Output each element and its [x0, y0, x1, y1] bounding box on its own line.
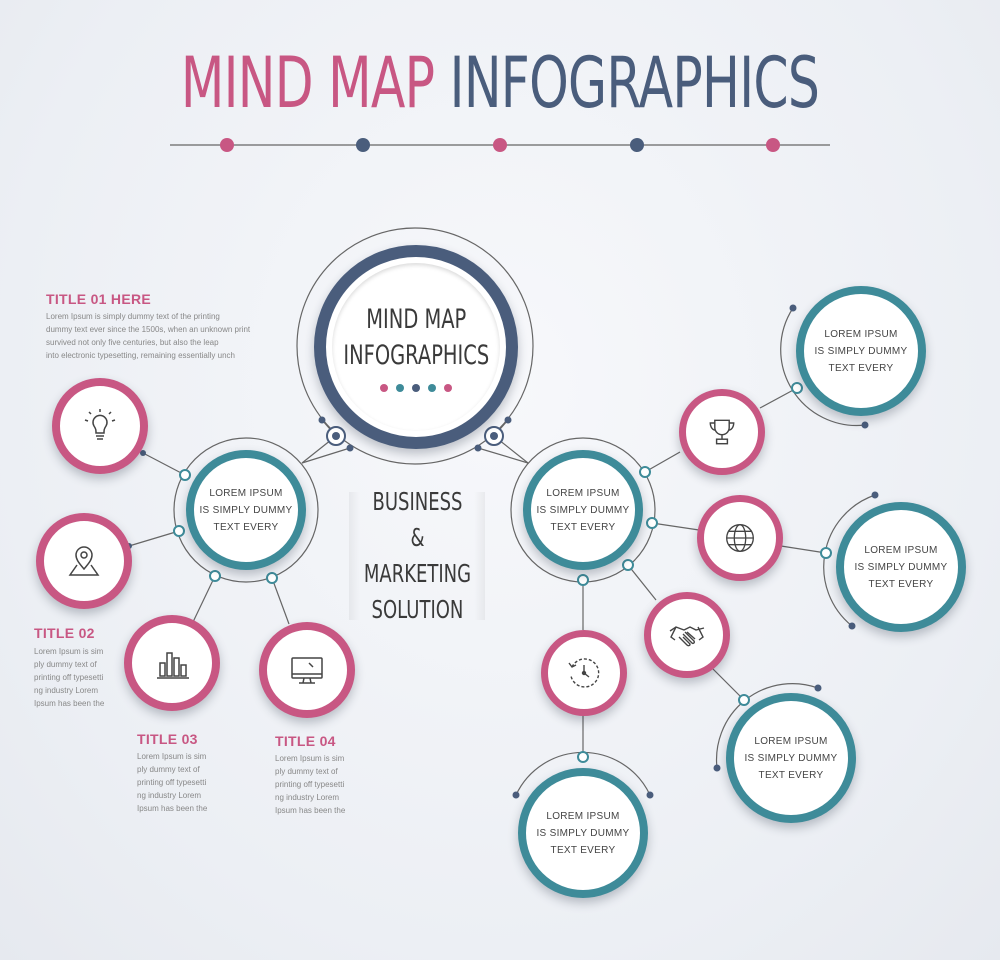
trophy-node — [679, 389, 765, 475]
hub-circle: MIND MAP INFOGRAPHICS — [314, 245, 518, 449]
right-lower-node: LOREM IPSUM IS SIMPLY DUMMY TEXT EVERY — [726, 693, 856, 823]
lightbulb-icon — [84, 409, 116, 440]
chart-node — [124, 615, 220, 711]
connector-monitor — [271, 577, 290, 625]
bar-chart-icon — [157, 652, 189, 679]
clock-node — [541, 630, 627, 716]
right-top-text: LOREM IPSUM IS SIMPLY DUMMY TEXT EVERY — [814, 328, 908, 374]
title-02: TITLE 02 — [34, 625, 95, 641]
monitor-node — [259, 622, 355, 718]
title-01-body: Lorem Ipsum is simply dummy text of the … — [46, 312, 251, 360]
left-center-node: LOREM IPSUM IS SIMPLY DUMMY TEXT EVERY — [186, 450, 306, 570]
right-center-text: LOREM IPSUM IS SIMPLY DUMMY TEXT EVERY — [536, 487, 630, 533]
location-node — [36, 513, 132, 609]
right-middle-node: LOREM IPSUM IS SIMPLY DUMMY TEXT EVERY — [836, 502, 966, 632]
left-center-ring — [173, 437, 319, 583]
handshake-node — [644, 592, 730, 678]
right-middle-text: LOREM IPSUM IS SIMPLY DUMMY TEXT EVERY — [854, 544, 948, 590]
lightbulb-node — [52, 378, 148, 474]
right-lower-text: LOREM IPSUM IS SIMPLY DUMMY TEXT EVERY — [744, 735, 838, 781]
title-part-mind-map: MIND MAP — [180, 42, 435, 124]
right-center-node: LOREM IPSUM IS SIMPLY DUMMY TEXT EVERY — [523, 450, 643, 570]
globe-node — [697, 495, 783, 581]
title-02-body: Lorem Ipsum is sim ply dummy text of pri… — [34, 647, 105, 708]
title-04: TITLE 04 — [275, 733, 336, 749]
connector-chart — [192, 575, 216, 623]
title-03-body: Lorem Ipsum is sim ply dummy text of pri… — [137, 752, 208, 813]
right-top-node: LOREM IPSUM IS SIMPLY DUMMY TEXT EVERY — [796, 286, 926, 416]
page-title: MIND MAP INFOGRAPHICS — [140, 48, 860, 118]
monitor-icon — [291, 657, 323, 684]
left-center-text: LOREM IPSUM IS SIMPLY DUMMY TEXT EVERY — [199, 487, 293, 533]
bottom-node: LOREM IPSUM IS SIMPLY DUMMY TEXT EVERY — [518, 768, 648, 898]
trophy-icon — [709, 419, 735, 445]
business-label: BUSINESS & MARKETING SOLUTION — [349, 487, 485, 624]
connector-lightbulb — [142, 452, 186, 476]
hub-dots — [380, 384, 452, 392]
title-part-infographics: INFOGRAPHICS — [449, 42, 820, 124]
business-text: BUSINESS & MARKETING SOLUTION — [363, 487, 471, 624]
hub-title: MIND MAP INFOGRAPHICS — [343, 304, 489, 371]
title-03: TITLE 03 — [137, 731, 198, 747]
connector-location — [128, 530, 180, 547]
title-04-body: Lorem Ipsum is sim ply dummy text of pri… — [275, 754, 346, 815]
title-01: TITLE 01 HERE — [46, 291, 152, 307]
connector-globe — [651, 522, 700, 531]
handshake-icon — [669, 626, 705, 647]
globe-icon — [726, 524, 754, 552]
bottom-text: LOREM IPSUM IS SIMPLY DUMMY TEXT EVERY — [536, 810, 630, 856]
connector-dots — [126, 138, 879, 799]
hub-outer-ring — [296, 227, 534, 465]
clock-icon — [568, 658, 600, 688]
location-pin-icon — [68, 546, 100, 576]
connector-trophy — [644, 451, 681, 473]
connector-handshake — [627, 564, 657, 601]
